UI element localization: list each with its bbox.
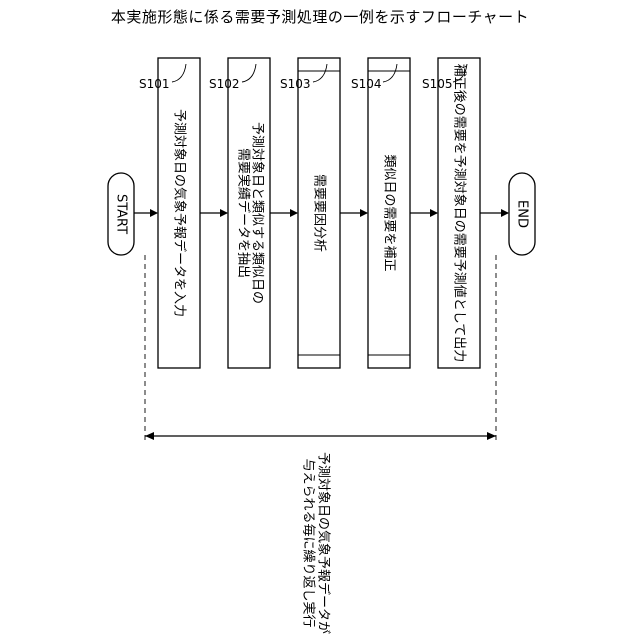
step-text-s103-line1: 需要要因分析 (312, 174, 327, 252)
step-id-s104: S104 (351, 77, 382, 91)
start-terminal: START (108, 173, 134, 255)
step-id-s103: S103 (280, 77, 311, 91)
repeat-span-arrow (145, 432, 496, 440)
step-text-s102-line1: 予測対象日と類似する類似日の (250, 122, 265, 304)
step-text-s101-line1: 予測対象日の気象予報データを入力 (172, 109, 188, 317)
step-id-s102: S102 (209, 77, 240, 91)
step-id-s101: S101 (139, 77, 170, 91)
end-terminal: END (509, 173, 535, 255)
step-text-s105-line1: 補正後の需要を予測対象日の需要予測値として出力 (452, 64, 468, 363)
step-id-s105: S105 (422, 77, 453, 91)
repeat-note-line1: 予測対象日の気象予報データが (316, 452, 332, 634)
step-text-s102-line2: 需要実績データを抽出 (236, 148, 252, 278)
step-text-s104-line1: 類似日の需要を補正 (382, 154, 397, 271)
end-label: END (515, 200, 530, 228)
start-label: START (114, 194, 129, 234)
repeat-note-line2: 与えられる毎に繰り返し実行 (301, 458, 317, 627)
